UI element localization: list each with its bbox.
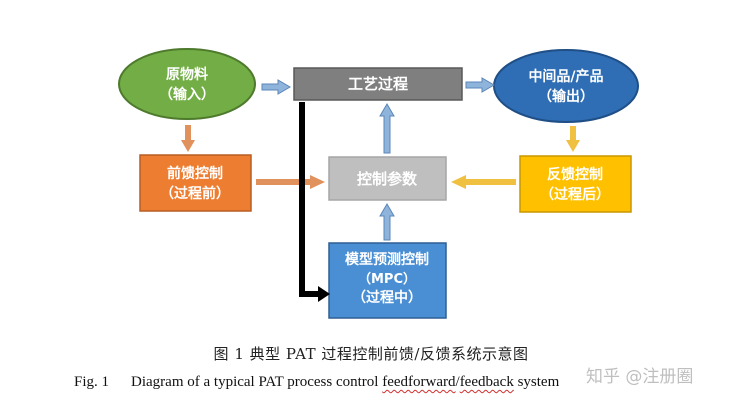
process-box — [293, 67, 463, 101]
figure-number: Fig. 1 — [74, 374, 110, 390]
raw-material-node: 原物料 （输入） — [118, 48, 256, 120]
raw-material-label: 原物料 — [166, 66, 208, 83]
arrow-product-to-feedback — [566, 126, 580, 152]
product-node: 中间品/产品 （输出） — [493, 49, 639, 123]
mpc-stage-label: （过程中） — [352, 289, 422, 306]
control-params-label: 控制参数 — [357, 170, 418, 188]
caption-en-separator: / — [455, 374, 460, 390]
caption-english: Fig. 1 Diagram of a typical PAT process c… — [74, 374, 559, 391]
mpc-box — [328, 242, 447, 319]
caption-en-text: Diagram of a typical PAT process control — [131, 374, 383, 390]
mpc-label: 模型预测控制 — [345, 251, 429, 268]
feedback-box — [519, 155, 632, 213]
caption-en-tail: system — [513, 374, 560, 390]
mpc-node: 模型预测控制 （MPC） （过程中） — [328, 242, 447, 319]
feedback-label: 反馈控制 — [547, 166, 603, 183]
caption-en-feedback: feedback — [459, 374, 514, 390]
mpc-sublabel: （MPC） — [358, 271, 416, 287]
caption-chinese: 图 1 典型 PAT 过程控制前馈/反馈系统示意图 — [213, 345, 529, 363]
feedback-node: 反馈控制 （过程后） — [519, 155, 632, 213]
feedforward-box — [139, 154, 252, 212]
feedback-sublabel: （过程后） — [540, 186, 610, 203]
arrow-feedback-to-params — [451, 175, 516, 189]
arrow-process-to-mpc — [299, 102, 330, 302]
caption-en-feedforward: feedforward — [382, 374, 456, 390]
arrow-raw-to-process — [261, 79, 291, 95]
product-ellipse — [493, 49, 639, 123]
arrow-feedforward-to-params — [256, 175, 325, 189]
feedforward-label: 前馈控制 — [167, 165, 223, 182]
feedforward-sublabel: （过程前） — [160, 185, 230, 202]
product-sublabel: （输出） — [538, 88, 594, 105]
product-label: 中间品/产品 — [528, 68, 603, 85]
watermark: 知乎 @注册圈 — [586, 367, 694, 387]
raw-material-ellipse — [118, 48, 256, 120]
arrow-params-to-process — [379, 103, 395, 154]
raw-material-sublabel: （输入） — [159, 86, 215, 103]
process-node: 工艺过程 — [293, 67, 463, 101]
feedforward-node: 前馈控制 （过程前） — [139, 154, 252, 212]
control-params-box — [328, 156, 447, 201]
arrow-process-to-product — [465, 77, 495, 93]
pat-control-diagram: 原物料 （输入） 工艺过程 中间品/产品 （输出） 前馈控制 （过程前） 控制参… — [118, 48, 639, 319]
arrow-raw-to-feedforward — [181, 125, 195, 152]
arrow-mpc-to-params — [379, 203, 395, 241]
process-label: 工艺过程 — [348, 75, 408, 93]
control-params-node: 控制参数 — [328, 156, 447, 201]
